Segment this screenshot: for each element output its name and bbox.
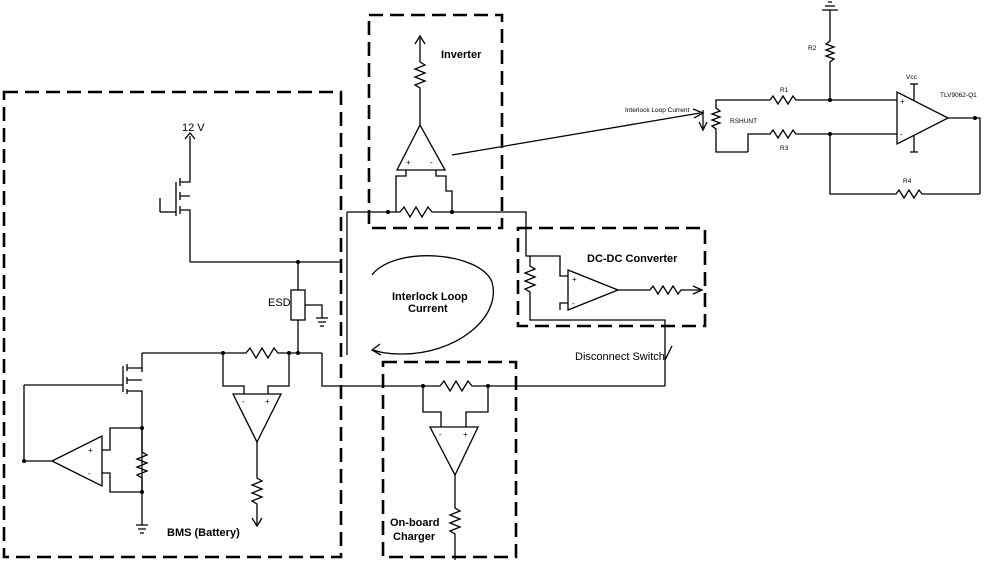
charger-opamp-plus: + bbox=[463, 430, 468, 439]
bms-regulator-opamp bbox=[50, 434, 103, 488]
inverter-opamp bbox=[395, 123, 447, 171]
detail-current-label: Interlock Loop Current bbox=[625, 107, 690, 114]
r3-label: R3 bbox=[780, 145, 789, 152]
tlv9062-opamp bbox=[896, 90, 950, 146]
tlv-minus: - bbox=[900, 130, 903, 139]
loop-label-line2: Current bbox=[408, 303, 448, 315]
r2-label: R2 bbox=[808, 45, 817, 52]
esd-label: ESD bbox=[268, 297, 291, 309]
disconnect-switch-label: Disconnect Switch bbox=[575, 351, 665, 363]
charger-label-line2: Charger bbox=[393, 531, 436, 543]
dcdc-opamp-minus: - bbox=[572, 299, 575, 308]
rshunt-label: RSHUNT bbox=[730, 118, 757, 125]
charger-opamp-minus: - bbox=[439, 430, 442, 439]
inverter-label: Inverter bbox=[441, 49, 482, 61]
dcdc-opamp-plus: + bbox=[572, 275, 577, 284]
dcdc-circuit: + - bbox=[523, 248, 704, 360]
bms-circuit: - + + - bbox=[22, 131, 340, 534]
interlock-loop-arrow bbox=[371, 255, 494, 355]
supply-12v-label: 12 V bbox=[182, 122, 205, 134]
charger-block-outline bbox=[381, 360, 518, 559]
inverter-circuit: + - bbox=[346, 34, 527, 355]
detail-sense-circuit: + - bbox=[698, 1, 981, 200]
bms-regulator-minus: - bbox=[88, 469, 91, 478]
disconnect-switch bbox=[664, 345, 673, 386]
bms-sense-opamp bbox=[231, 393, 283, 444]
bms-sense-plus: + bbox=[265, 397, 270, 406]
vcc-label: Vcc bbox=[906, 74, 918, 81]
inverter-block-outline bbox=[367, 13, 504, 230]
bms-regulator-plus: + bbox=[88, 446, 93, 455]
charger-label-line1: On-board bbox=[390, 517, 440, 529]
dcdc-opamp bbox=[567, 269, 620, 311]
dcdc-label: DC-DC Converter bbox=[587, 253, 678, 265]
dcdc-block-outline bbox=[516, 226, 707, 328]
part-number-label: TLV9062-Q1 bbox=[940, 92, 977, 99]
inverter-opamp-plus: + bbox=[406, 158, 411, 167]
bms-sense-minus: - bbox=[242, 397, 245, 406]
charger-circuit: - + bbox=[321, 353, 665, 560]
bms-label: BMS (Battery) bbox=[167, 527, 240, 539]
bms-block-outline bbox=[2, 90, 343, 559]
r4-label: R4 bbox=[903, 178, 912, 185]
loop-label-line1: Interlock Loop bbox=[392, 291, 468, 303]
charger-opamp bbox=[428, 426, 480, 477]
tlv-plus: + bbox=[900, 97, 905, 106]
r1-label: R1 bbox=[780, 87, 789, 94]
inverter-opamp-minus: - bbox=[430, 158, 433, 167]
esd-device bbox=[290, 289, 306, 321]
callout-arrow bbox=[451, 112, 701, 156]
